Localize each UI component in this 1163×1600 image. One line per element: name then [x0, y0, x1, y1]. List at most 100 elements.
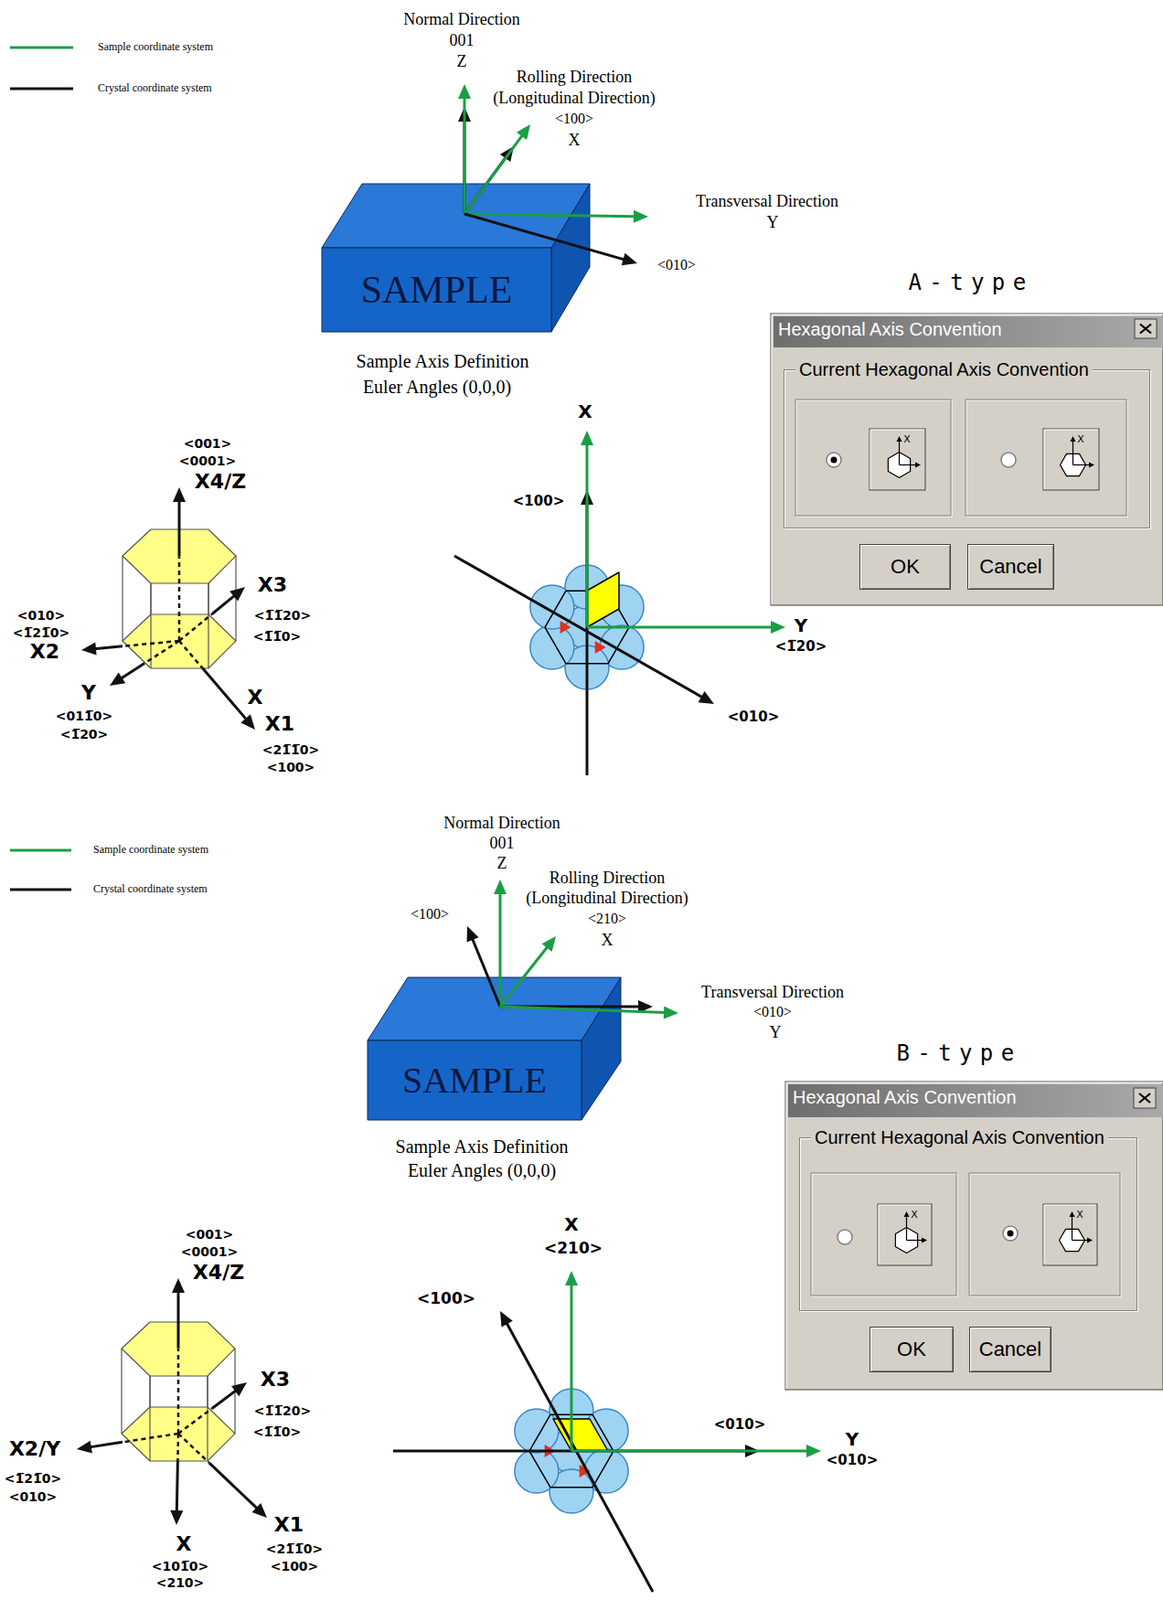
radio-button: [826, 452, 842, 468]
axis-label: <001>: [183, 436, 233, 451]
atom-circle: [530, 625, 575, 670]
icon-bevel: [1044, 429, 1099, 490]
crystal-axis-hidden: [178, 1433, 210, 1463]
atom-circle: [514, 1449, 559, 1494]
title-bar: [788, 1084, 1163, 1118]
axis-label: <100>: [416, 1290, 476, 1309]
crystal-axis: [177, 1291, 181, 1349]
prism-edge: [206, 1376, 208, 1462]
sample-label: SAMPLE: [402, 1058, 547, 1102]
axis-label: X1: [274, 1513, 304, 1537]
close-glyph: [1140, 324, 1152, 334]
axis-label: A-type: [907, 270, 1034, 297]
radio-button: [837, 1229, 853, 1245]
axis-label: 001: [449, 31, 475, 51]
axis-label: <010>: [714, 1417, 766, 1433]
axis-label: Euler Angles (0,0,0): [407, 1160, 556, 1182]
crystal-axis: [94, 646, 123, 650]
axis-label: Z: [457, 52, 468, 72]
icon-axis-head: [1069, 1211, 1076, 1217]
button-label: Cancel: [979, 1337, 1042, 1362]
icon-axis: [1072, 439, 1074, 466]
axis-label: B-type: [896, 1041, 1022, 1067]
crystal-axis-head: [171, 1278, 185, 1293]
legend-text: Sample coordinate system: [97, 41, 214, 54]
axis-label: <101̅0>: [151, 1558, 209, 1574]
axis-label: X: [568, 130, 581, 150]
push-button: Cancel: [967, 544, 1055, 590]
axis-label: X: [577, 401, 592, 423]
panel-etch: [795, 399, 951, 516]
button-label: OK: [896, 1337, 927, 1362]
sample-axis: [586, 626, 773, 630]
sample-front-face: [367, 1040, 582, 1121]
icon-axis-head: [921, 1237, 928, 1244]
group-box: Current Hexagonal Axis Convention: [783, 369, 1151, 529]
legend-line: [10, 87, 74, 91]
crystal-axis-hidden: [179, 614, 213, 642]
panel-etch: [969, 1173, 1121, 1296]
icon-bevel: [878, 1205, 931, 1265]
sample-axis: [500, 1006, 666, 1013]
sample-block: SAMPLE: [321, 247, 552, 332]
icon-axis: [1071, 1215, 1073, 1241]
axis-label: <1̅20>: [60, 726, 109, 742]
title-bar: [773, 316, 1163, 348]
axis-label: <1̅1̅0>: [253, 1424, 302, 1440]
legend-text: Crystal coordinate system: [97, 82, 213, 96]
sample-axis-head: [458, 84, 471, 99]
axis-label: <010>: [753, 1003, 792, 1021]
icon-button: [869, 428, 926, 491]
sample-axis-head: [493, 879, 507, 895]
group-box: Current Hexagonal Axis Convention: [799, 1137, 1138, 1312]
axis-label: (Longitudinal Direction): [492, 88, 655, 108]
axis-label: <0001>: [179, 453, 236, 469]
axis-label: <210>: [544, 1239, 603, 1259]
sample-axis-head: [565, 1270, 578, 1286]
radio-button: [1002, 1226, 1018, 1241]
sample-axis-head: [806, 1444, 822, 1458]
axis-label: <1̅1̅20>: [254, 1403, 311, 1419]
crystal-axis-hidden: [176, 1433, 180, 1462]
icon-axis: [899, 464, 918, 466]
axis-label: X1: [265, 712, 295, 736]
sample-axis-head: [580, 430, 594, 446]
sample-side-face: [551, 183, 590, 332]
icon-button: [1043, 1204, 1098, 1266]
close-glyph: [1139, 1093, 1151, 1103]
axis-label: <011̅0>: [55, 708, 113, 724]
crystal-axis-head: [621, 253, 638, 266]
crystal-axis: [178, 500, 182, 557]
sample-axis-head: [633, 210, 649, 224]
crystal-axis-head: [231, 1382, 247, 1397]
crystal-axis: [212, 595, 235, 615]
icon-axis: [1073, 464, 1092, 466]
sample-axis: [570, 1283, 574, 1452]
legend-line: [10, 46, 74, 50]
window-title: Hexagonal Axis Convention: [792, 1086, 1017, 1109]
axis-label: Y: [81, 681, 97, 705]
dialog-window: Hexagonal Axis ConventionCurrent Hexagon…: [785, 1081, 1163, 1390]
sample-axis: [571, 1450, 809, 1453]
legend-text: Crystal coordinate system: [93, 883, 208, 897]
atom-circle: [530, 585, 575, 630]
crystal-axis-hidden: [179, 640, 203, 669]
axis-label: <1̅1̅20>: [254, 608, 311, 623]
axis-label: X3: [260, 1367, 290, 1391]
crystal-axis-head: [698, 691, 715, 705]
sample-block: SAMPLE: [367, 1040, 582, 1121]
axis-label: Transversal Direction: [701, 982, 844, 1003]
push-button: Cancel: [969, 1326, 1052, 1373]
icon-axis-head: [896, 436, 903, 442]
axis-label: <1̅20>: [775, 639, 827, 655]
radio-dot: [1007, 1230, 1014, 1238]
axis-label: <100>: [266, 759, 316, 775]
crystal-axis: [176, 1461, 178, 1513]
sample-side-face: [581, 977, 621, 1121]
axis-label: <010>: [657, 256, 696, 274]
dialog-bevel: [786, 1082, 1163, 1389]
crystal-axis-hidden: [144, 640, 180, 664]
crystal-axis-hidden: [178, 1408, 214, 1434]
crystal-axis-head: [240, 714, 256, 730]
